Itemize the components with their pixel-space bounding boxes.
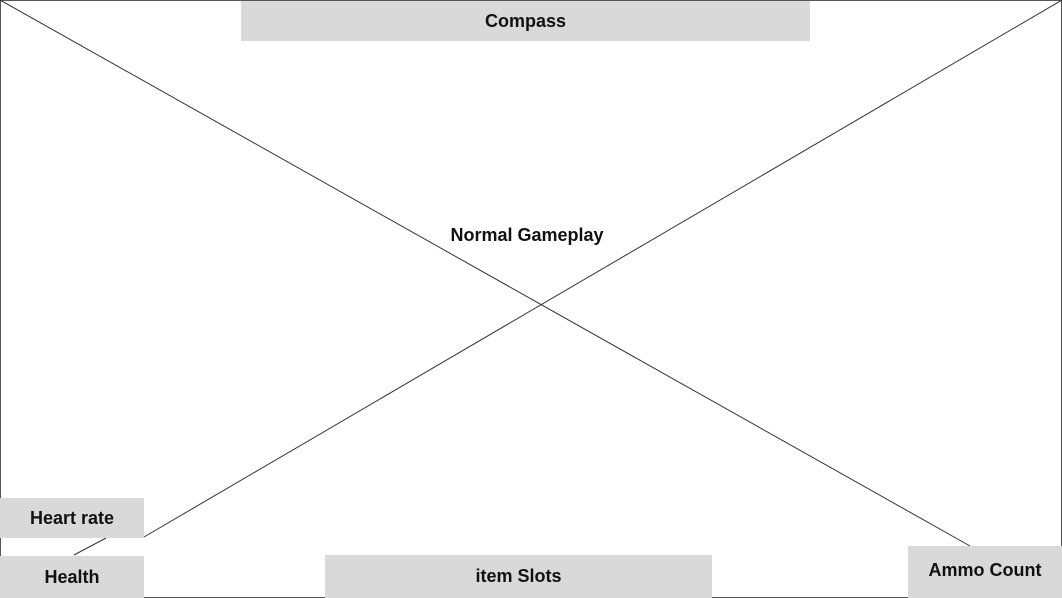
cross-line-connector — [73, 537, 107, 556]
cross-line-left-to-right — [0, 0, 971, 547]
heart-rate-indicator: Heart rate — [0, 498, 144, 538]
item-slots-bar[interactable]: item Slots — [325, 555, 712, 598]
health-indicator: Health — [0, 556, 144, 598]
ammo-count-indicator: Ammo Count — [908, 546, 1062, 598]
compass-bar: Compass — [241, 1, 810, 41]
normal-gameplay-label: Normal Gameplay — [450, 224, 604, 245]
cross-line-right-to-left — [143, 0, 1062, 538]
